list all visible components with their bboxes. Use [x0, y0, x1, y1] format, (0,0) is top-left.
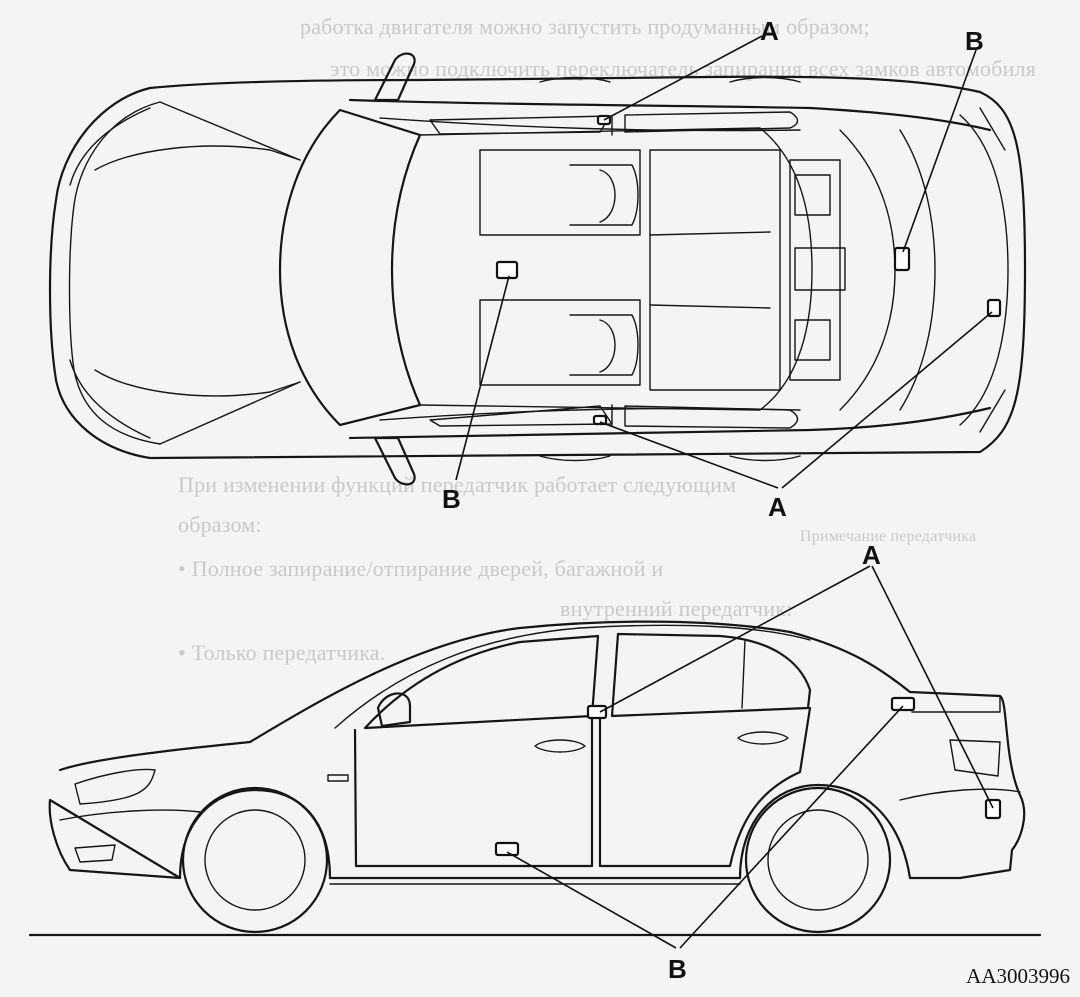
car-top-view: [48, 35, 1027, 489]
top-mirror-lower: [373, 436, 416, 486]
background-text-line: работка двигателя можно запустить продум…: [300, 14, 870, 39]
sensor-a-b-pillar: [586, 704, 608, 720]
top-windshield: [278, 108, 422, 427]
background-note: Примечание передатчика: [800, 528, 977, 545]
car-side-view: [28, 565, 1042, 949]
side-mirror: [376, 692, 412, 728]
sensor-b-front-door: [494, 841, 520, 857]
label-a-top-lower: A: [768, 492, 787, 522]
side-body-outline: [48, 620, 1026, 880]
rear-wheel: [744, 786, 892, 934]
background-text-line: • Полное запирание/отпирание дверей, баг…: [178, 556, 664, 581]
label-b-top-lower: B: [442, 484, 461, 514]
background-text-line: внутренний передатчик:: [560, 596, 793, 621]
figure-reference-code: AA3003996: [966, 964, 1070, 988]
sensor-a-passenger-door: [592, 414, 608, 426]
top-body-outline: [48, 75, 1027, 460]
side-front-window: [363, 634, 600, 730]
side-rear-window: [610, 632, 812, 718]
sensor-a-rear-bumper-side: [984, 798, 1002, 820]
sensor-b-interior-front: [495, 260, 519, 280]
label-b-top-upper: B: [965, 26, 984, 56]
sensor-b-c-pillar: [890, 696, 916, 712]
label-a-side: A: [862, 540, 881, 570]
top-mirror-upper: [373, 52, 416, 102]
background-text-line: • Только передатчика.: [178, 640, 386, 665]
sensor-b-rear-shelf: [893, 246, 911, 272]
label-b-side: B: [668, 954, 687, 984]
background-text-line: образом:: [178, 512, 262, 537]
label-a-top-upper: A: [760, 16, 779, 46]
front-wheel: [181, 786, 329, 934]
